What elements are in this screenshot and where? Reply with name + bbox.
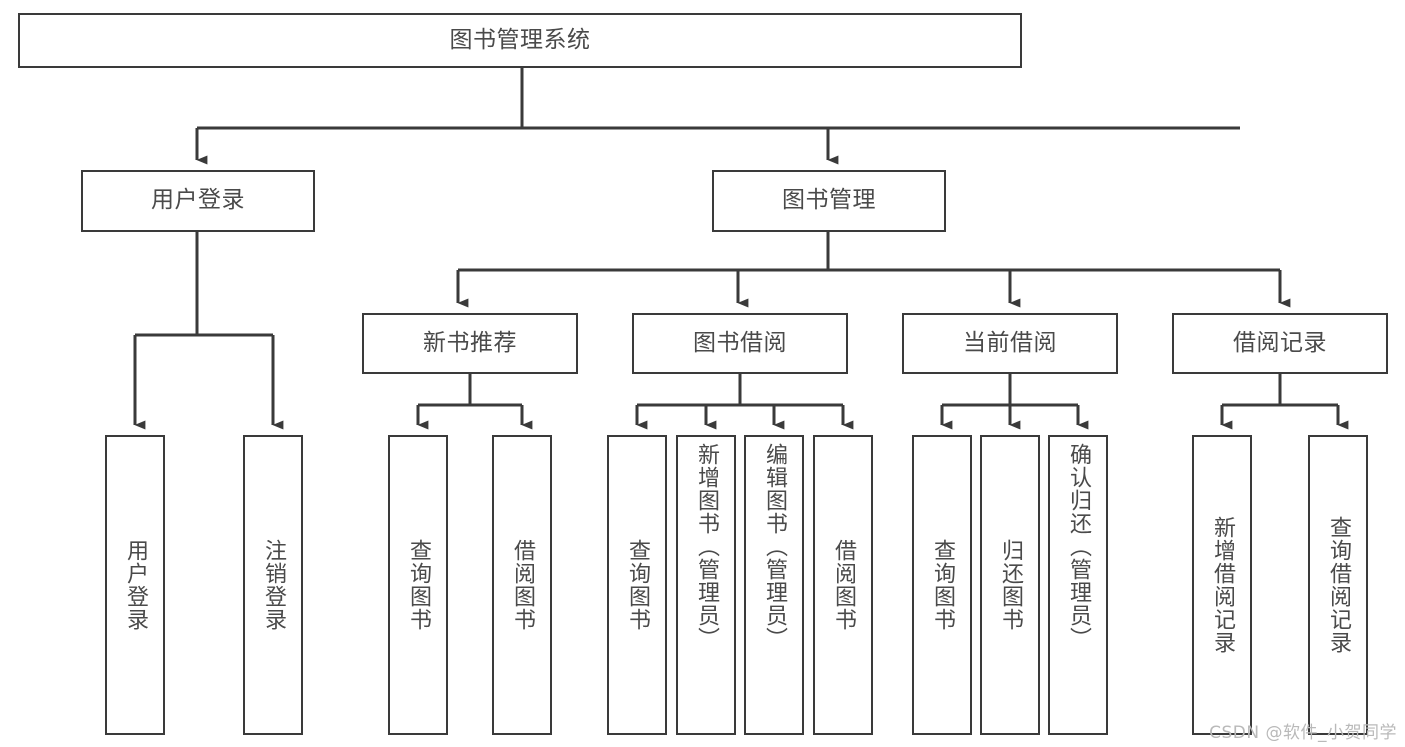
node-leaf-borrow-book-1-label: 借阅图书 [509, 539, 535, 631]
node-book-borrow-label: 图书借阅 [693, 329, 787, 356]
node-leaf-query-record[interactable]: 查询借阅记录 [1308, 435, 1368, 735]
node-leaf-return-book[interactable]: 归还图书 [980, 435, 1040, 735]
node-leaf-return-book-label: 归还图书 [997, 539, 1023, 631]
node-root[interactable]: 图书管理系统 [18, 13, 1022, 68]
node-leaf-add-record-label: 新增借阅记录 [1209, 516, 1235, 654]
node-leaf-add-record[interactable]: 新增借阅记录 [1192, 435, 1252, 735]
node-leaf-logout-login[interactable]: 注销登录 [243, 435, 303, 735]
node-leaf-query-record-label: 查询借阅记录 [1325, 516, 1351, 654]
node-leaf-add-book[interactable]: 新增图书（管理员） [676, 435, 736, 735]
node-leaf-borrow-book-2-label: 借阅图书 [830, 539, 856, 631]
node-leaf-user-login-label: 用户登录 [122, 539, 148, 631]
node-leaf-query-book-3-label: 查询图书 [929, 539, 955, 631]
node-borrow-record[interactable]: 借阅记录 [1172, 313, 1388, 374]
node-borrow-record-label: 借阅记录 [1233, 329, 1327, 356]
node-leaf-user-login[interactable]: 用户登录 [105, 435, 165, 735]
csdn-watermark: CSDN @软件_小贺同学 [1209, 723, 1397, 743]
node-leaf-query-book-2[interactable]: 查询图书 [607, 435, 667, 735]
node-leaf-confirm-return-label: 确认归还（管理员） [1065, 443, 1091, 650]
node-leaf-borrow-book-2[interactable]: 借阅图书 [813, 435, 873, 735]
node-current-borrow[interactable]: 当前借阅 [902, 313, 1118, 374]
node-user-login[interactable]: 用户登录 [81, 170, 315, 232]
node-leaf-logout-login-label: 注销登录 [260, 539, 286, 631]
node-book-borrow[interactable]: 图书借阅 [632, 313, 848, 374]
node-book-manage-label: 图书管理 [782, 187, 876, 214]
node-leaf-query-book-3[interactable]: 查询图书 [912, 435, 972, 735]
node-leaf-add-book-label: 新增图书（管理员） [693, 443, 719, 650]
node-leaf-edit-book[interactable]: 编辑图书（管理员） [744, 435, 804, 735]
node-leaf-query-book-2-label: 查询图书 [624, 539, 650, 631]
node-current-borrow-label: 当前借阅 [963, 329, 1057, 356]
node-book-manage[interactable]: 图书管理 [712, 170, 946, 232]
node-new-book-rec-label: 新书推荐 [423, 329, 517, 356]
node-leaf-confirm-return[interactable]: 确认归还（管理员） [1048, 435, 1108, 735]
node-leaf-query-book-1[interactable]: 查询图书 [388, 435, 448, 735]
node-user-login-label: 用户登录 [151, 187, 245, 214]
node-leaf-edit-book-label: 编辑图书（管理员） [761, 443, 787, 650]
node-leaf-query-book-1-label: 查询图书 [405, 539, 431, 631]
node-leaf-borrow-book-1[interactable]: 借阅图书 [492, 435, 552, 735]
node-new-book-rec[interactable]: 新书推荐 [362, 313, 578, 374]
node-root-label: 图书管理系统 [449, 26, 591, 53]
